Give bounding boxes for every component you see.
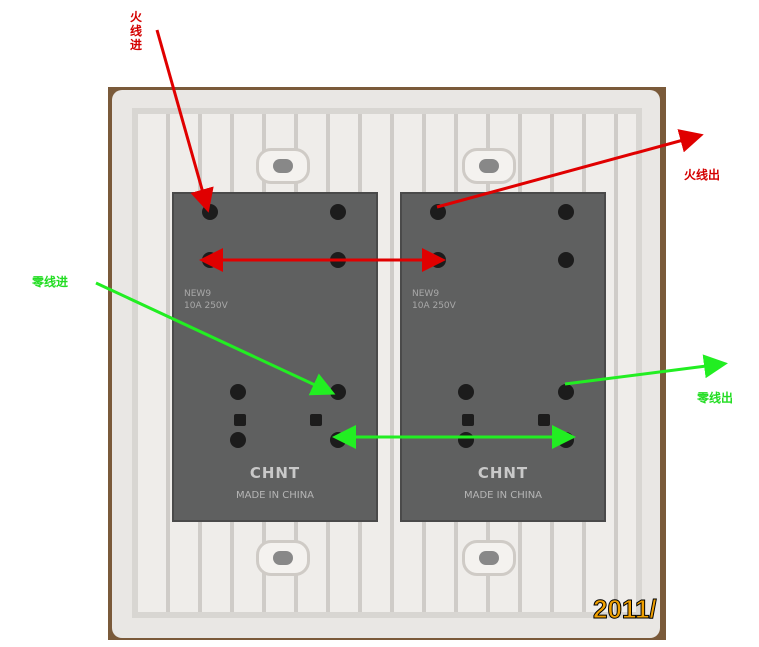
live-out-arrow — [436, 129, 704, 209]
neutral-out-label: 零线出 — [697, 391, 734, 405]
mount-slot — [462, 540, 516, 576]
brand-logo: CHNT — [249, 464, 301, 482]
date-stamp: 2011/ — [593, 594, 658, 625]
mount-slot — [256, 148, 310, 184]
neutral-in-arrow — [95, 281, 336, 396]
made-in-text: MADE IN CHINA — [463, 490, 543, 501]
live-in-arrow — [155, 29, 214, 213]
brand-logo: CHNT — [477, 464, 529, 482]
neutral-in-label: 零线进 — [32, 275, 69, 289]
neutral-out-arrow — [564, 354, 728, 386]
live-out-label: 火线出 — [684, 168, 721, 182]
mount-slot — [462, 148, 516, 184]
live-in-label: 火线进 — [130, 10, 143, 52]
mount-slot — [256, 540, 310, 576]
made-in-text: MADE IN CHINA — [235, 490, 315, 501]
